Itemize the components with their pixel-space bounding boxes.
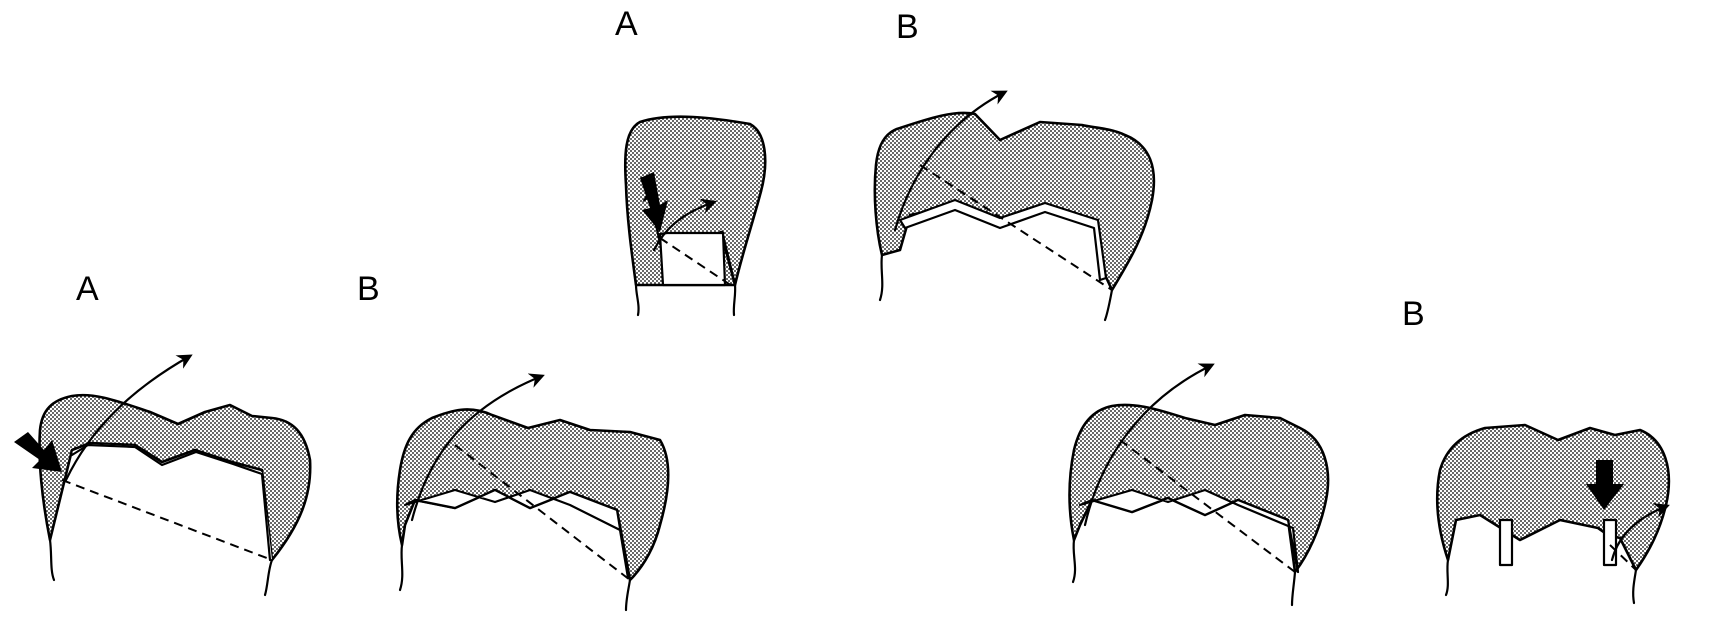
label-right-b: B	[1402, 295, 1425, 333]
bridge-right-a	[1070, 365, 1329, 605]
post-left	[1500, 520, 1512, 565]
post-right	[1604, 520, 1616, 565]
bridge-left-b	[397, 376, 668, 610]
label-top-a: A	[615, 5, 638, 43]
crown-top-a	[625, 117, 765, 315]
label-left-a: A	[76, 270, 99, 308]
crown-top-b	[875, 92, 1154, 320]
bridge-right-b	[1437, 425, 1669, 603]
label-left-b: B	[357, 270, 380, 308]
label-top-b: B	[896, 8, 919, 46]
bridge-left-a	[14, 356, 310, 595]
